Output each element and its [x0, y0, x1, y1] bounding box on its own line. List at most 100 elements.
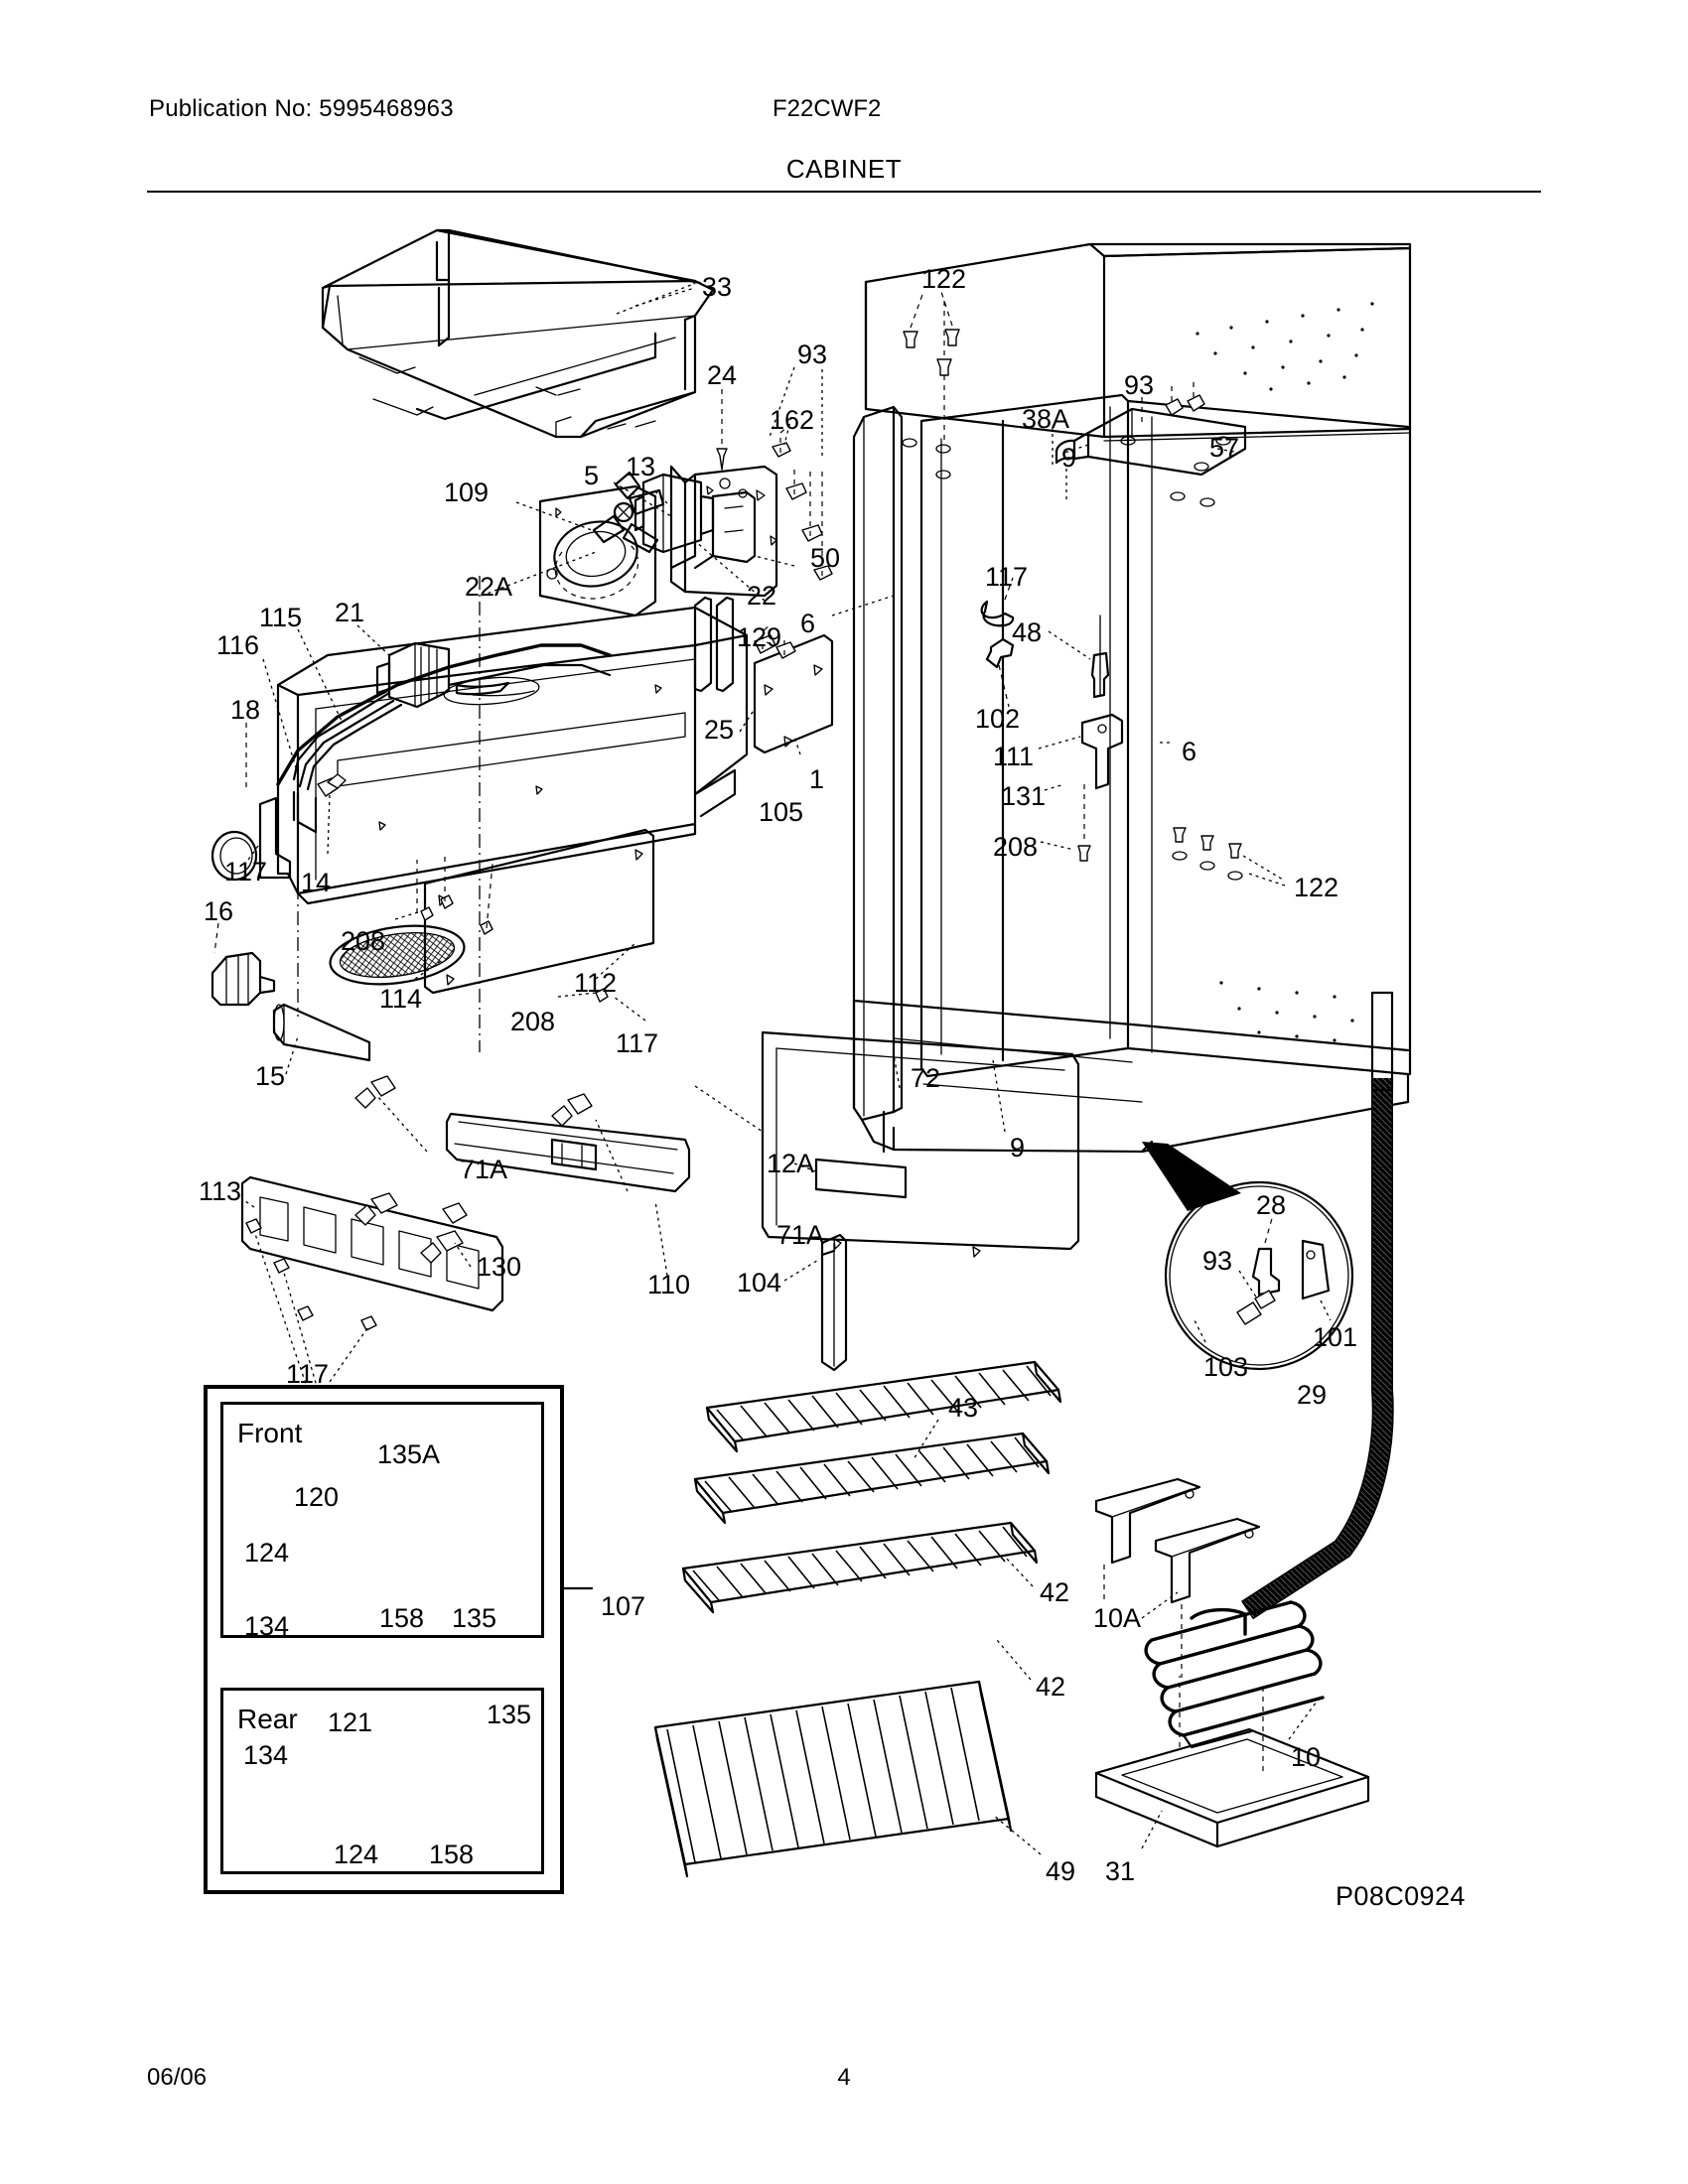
part-callout-102: 102	[975, 704, 1021, 734]
part-callout-22A: 22A	[465, 572, 513, 602]
part-callout-6: 6	[1182, 737, 1197, 766]
part-callout-112: 112	[574, 968, 618, 998]
part-callout-21: 21	[335, 598, 365, 627]
part-10-defrost-heater	[1144, 1600, 1325, 1749]
part-callout-134: 134	[244, 1611, 290, 1641]
part-109-fan-housing	[538, 484, 657, 617]
part-callout-105: 105	[759, 797, 804, 827]
part-105-evaporator-box	[276, 606, 749, 905]
part-callout-72: 72	[911, 1063, 941, 1093]
part-15-tube	[272, 1003, 371, 1062]
part-16-fitting	[211, 951, 276, 1007]
part-130-screws	[354, 1192, 468, 1264]
part-13-bracket	[669, 465, 778, 598]
leader-21	[356, 624, 390, 656]
leader-13	[654, 490, 671, 507]
inset-front-label: Front	[237, 1418, 303, 1448]
leader-33	[634, 287, 696, 307]
leader-117d3	[329, 1327, 368, 1383]
leader-130	[454, 1242, 472, 1268]
part-callout-134: 134	[243, 1740, 289, 1770]
part-callout-101: 101	[1313, 1322, 1358, 1352]
part-callout-18: 18	[230, 695, 261, 725]
front-caster-inset-box	[220, 1402, 544, 1638]
part-callout-114: 114	[379, 984, 423, 1014]
part-callout-117: 117	[985, 562, 1029, 592]
leader-116	[262, 658, 299, 775]
part-callout-31: 31	[1105, 1856, 1136, 1886]
part-callout-43: 43	[948, 1393, 979, 1423]
part-10A-brackets	[1094, 1477, 1261, 1678]
model-number: F22CWF2	[773, 95, 882, 122]
page-title: CABINET	[785, 154, 903, 184]
part-callout-24: 24	[707, 360, 738, 390]
part-callout-25: 25	[704, 715, 735, 745]
part-callout-109: 109	[444, 478, 490, 507]
part-callout-13: 13	[626, 452, 656, 481]
leader-1	[793, 736, 801, 755]
figure-code: P08C0924	[1336, 1881, 1466, 1911]
part-callout-6: 6	[800, 609, 816, 638]
part-callout-42: 42	[1036, 1672, 1066, 1702]
part-49-shelf-bottom	[653, 1680, 1013, 1878]
leader-50	[754, 555, 795, 567]
part-57-screws	[1165, 379, 1215, 507]
part-callout-49: 49	[1046, 1856, 1076, 1886]
part-117-plugs	[245, 1218, 377, 1331]
part-callout-93: 93	[1124, 370, 1155, 400]
part-callout-10: 10	[1291, 1742, 1322, 1772]
part-callout-48: 48	[1012, 617, 1043, 647]
leader-6a	[831, 595, 895, 616]
part-122-bottom-fasteners	[1172, 827, 1286, 887]
part-22A-fan-blade	[592, 471, 665, 554]
leader-5	[613, 481, 672, 517]
header-divider	[147, 191, 1541, 193]
part-29-drain-hose	[1241, 991, 1394, 1620]
leader-109	[515, 501, 593, 531]
leader-117c	[613, 996, 646, 1022]
part-callout-117: 117	[616, 1028, 659, 1058]
part-callout-107: 107	[601, 1591, 646, 1621]
part-callout-158: 158	[429, 1840, 475, 1869]
part-131-208-interior	[1040, 783, 1091, 862]
part-21-connector	[375, 641, 451, 709]
part-callout-135A: 135A	[377, 1439, 441, 1469]
part-callout-22: 22	[747, 581, 777, 611]
leader-110	[654, 1200, 668, 1277]
leader-42b	[996, 1639, 1032, 1681]
part-callout-33: 33	[702, 272, 733, 302]
part-callout-121: 121	[328, 1707, 373, 1737]
part-callout-122: 122	[1294, 873, 1339, 902]
part-callout-71A: 71A	[776, 1220, 825, 1250]
part-callout-1: 1	[809, 764, 825, 794]
part-31-drip-pan	[1094, 1676, 1370, 1849]
leader-71Ab	[595, 1119, 629, 1192]
leader-49	[992, 1814, 1042, 1855]
part-25-plate	[693, 596, 735, 693]
part-callout-42: 42	[1040, 1577, 1070, 1607]
part-115-116-harness	[276, 643, 612, 834]
part-callout-93: 93	[1202, 1246, 1233, 1276]
part-callout-50: 50	[810, 543, 841, 573]
part-33-duct	[321, 228, 715, 439]
part-102-clip	[985, 637, 1015, 708]
part-48-pin	[1048, 614, 1110, 699]
part-111-bracket	[1038, 713, 1124, 790]
leader-42a	[1004, 1556, 1034, 1587]
part-callout-14: 14	[301, 868, 332, 897]
leader-9b	[992, 1059, 1006, 1133]
part-42-shelf-lower	[681, 1521, 1039, 1614]
part-1-plate	[753, 633, 834, 754]
part-113-grille	[240, 1175, 504, 1312]
part-callout-16: 16	[204, 896, 234, 926]
part-callout-120: 120	[294, 1482, 340, 1512]
part-43-shelf-top	[705, 1360, 1062, 1453]
leader-bracket	[694, 1085, 764, 1133]
inset-rear-label: Rear	[237, 1704, 298, 1734]
part-callout-124: 124	[334, 1840, 379, 1869]
part-callout-122: 122	[921, 264, 967, 294]
part-callout-9: 9	[1061, 443, 1077, 473]
leader-15	[285, 1035, 299, 1075]
publication-number: Publication No: 5995468963	[149, 95, 454, 122]
part-callout-117: 117	[286, 1359, 330, 1389]
